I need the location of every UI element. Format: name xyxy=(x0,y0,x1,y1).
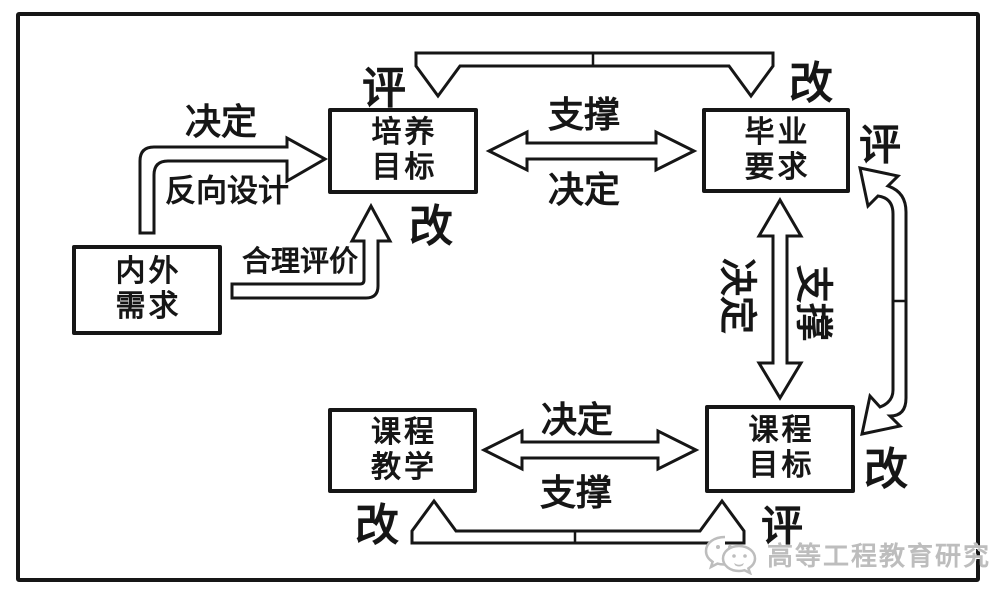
label-support-top: 支撑 xyxy=(547,95,621,136)
label-evaluate-bottom-right: 评 xyxy=(760,501,804,551)
box-text-line: 毕业 xyxy=(744,114,811,150)
label-improve-right: 改 xyxy=(864,444,908,495)
box-text-line: 要求 xyxy=(744,149,811,185)
arrow-graduation-courseobjectives xyxy=(756,197,804,401)
label-evaluate-right: 评 xyxy=(858,120,902,170)
box-text-line: 目标 xyxy=(371,150,438,185)
box-text-line: 课程 xyxy=(748,413,815,449)
label-decide-top-mid: 决定 xyxy=(547,170,621,211)
watermark-text: 高等工程教育研究 xyxy=(767,541,992,572)
label-support-bottom: 支撑 xyxy=(539,473,613,514)
arrow-top-loop xyxy=(414,51,775,99)
label-decide-top-left: 决定 xyxy=(184,102,258,143)
label-reverse-design: 反向设计 xyxy=(165,173,289,210)
box-text-line: 培养 xyxy=(371,115,438,151)
box-text-line: 目标 xyxy=(748,448,815,483)
box-course-objectives: 课程 目标 xyxy=(705,405,855,493)
label-support-vertical: 支撑 xyxy=(791,264,836,342)
box-internal-external-needs: 内外 需求 xyxy=(72,245,222,335)
box-training-objectives: 培养 目标 xyxy=(328,108,478,194)
label-decide-vertical: 决定 xyxy=(715,257,760,335)
box-text-line: 内外 xyxy=(115,254,182,290)
arrow-right-loop xyxy=(858,166,908,436)
arrow-needs-to-training xyxy=(138,135,329,235)
label-evaluate-top: 评 xyxy=(362,63,406,114)
label-decide-bottom: 决定 xyxy=(540,400,614,441)
arrow-training-graduation xyxy=(485,129,698,173)
box-course-teaching: 课程 教学 xyxy=(328,408,477,493)
arrow-evaluation-to-training xyxy=(230,202,393,300)
arrow-teaching-courseobjectives xyxy=(480,428,700,472)
label-reasonable-evaluation: 合理评价 xyxy=(241,244,359,278)
box-text-line: 需求 xyxy=(115,289,182,324)
box-graduation-requirements: 毕业 要求 xyxy=(702,108,850,193)
label-improve-bottom-left: 改 xyxy=(355,500,399,551)
arrow-bottom-loop xyxy=(410,498,746,545)
label-improve-top-right: 改 xyxy=(789,58,833,109)
box-text-line: 教学 xyxy=(371,449,437,485)
wechat-icon xyxy=(704,535,757,575)
box-text-line: 课程 xyxy=(371,414,437,450)
watermark: 高等工程教育研究 xyxy=(703,533,991,575)
label-improve-mid: 改 xyxy=(409,201,453,252)
